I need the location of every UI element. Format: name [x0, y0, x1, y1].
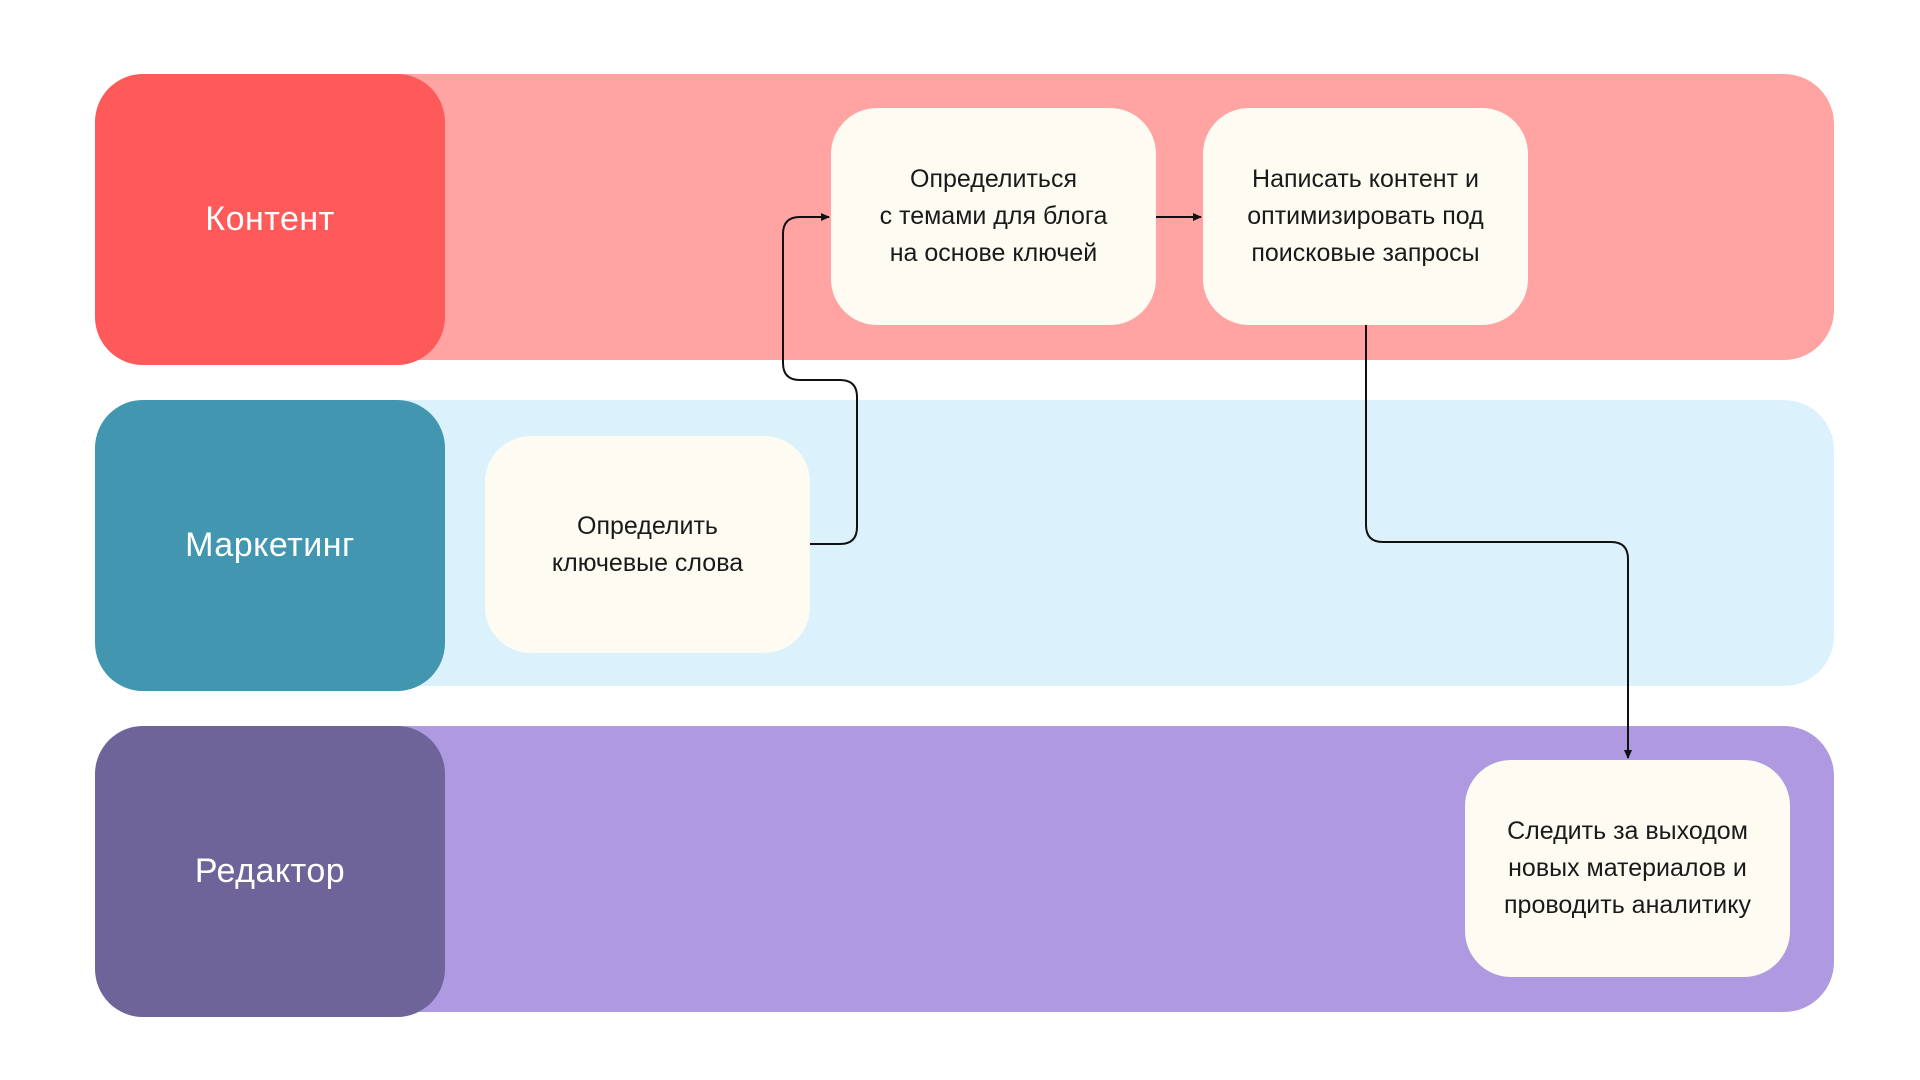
- step-card-track-analytics[interactable]: Следить за выходом новых материалов и пр…: [1465, 760, 1790, 977]
- step-card-define-keywords[interactable]: Определить ключевые слова: [485, 436, 810, 653]
- lane-header-marketing: Маркетинг: [95, 400, 445, 691]
- lane-header-editor: Редактор: [95, 726, 445, 1017]
- lane-label-marketing: Маркетинг: [185, 526, 355, 564]
- step-text-define-keywords: Определить ключевые слова: [551, 511, 744, 577]
- step-card-write-content[interactable]: Написать контент и оптимизировать под по…: [1203, 108, 1528, 325]
- step-text-write-content: Написать контент и оптимизировать под по…: [1247, 165, 1484, 267]
- step-card-define-topics[interactable]: Определиться с темами для блога на основ…: [831, 108, 1156, 325]
- lane-label-content: Контент: [205, 200, 335, 238]
- lane-header-content: Контент: [95, 74, 445, 365]
- lane-label-editor: Редактор: [194, 852, 346, 890]
- step-text-track-analytics: Следить за выходом новых материалов и пр…: [1504, 817, 1751, 919]
- step-text-define-topics: Определиться с темами для блога на основ…: [879, 165, 1108, 267]
